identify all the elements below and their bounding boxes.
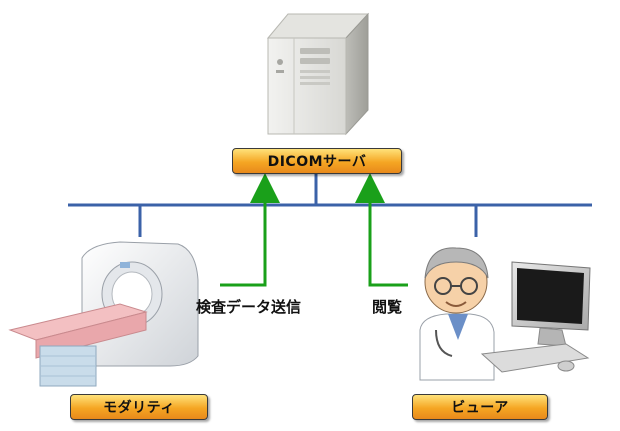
monitor-icon: [480, 261, 591, 373]
viewer-label: ビューア: [412, 394, 548, 420]
dicom-server-label-text: DICOMサーバ: [267, 154, 367, 170]
doctor-icon: [419, 247, 495, 381]
send-data-caption: 検査データ送信: [196, 298, 302, 316]
modality-label: モダリティ: [70, 394, 208, 420]
dicom-server-label: DICOMサーバ: [232, 148, 402, 174]
network-bus: [68, 172, 592, 237]
viewer-label-text: ビューア: [451, 400, 509, 416]
ct-scanner-icon: [8, 241, 199, 387]
view-caption: 閲覧: [372, 298, 403, 316]
view-flow-arrow: [355, 173, 408, 287]
send-flow-arrow: [220, 173, 280, 287]
server-icon: [266, 12, 370, 136]
modality-label-text: モダリティ: [103, 400, 175, 416]
